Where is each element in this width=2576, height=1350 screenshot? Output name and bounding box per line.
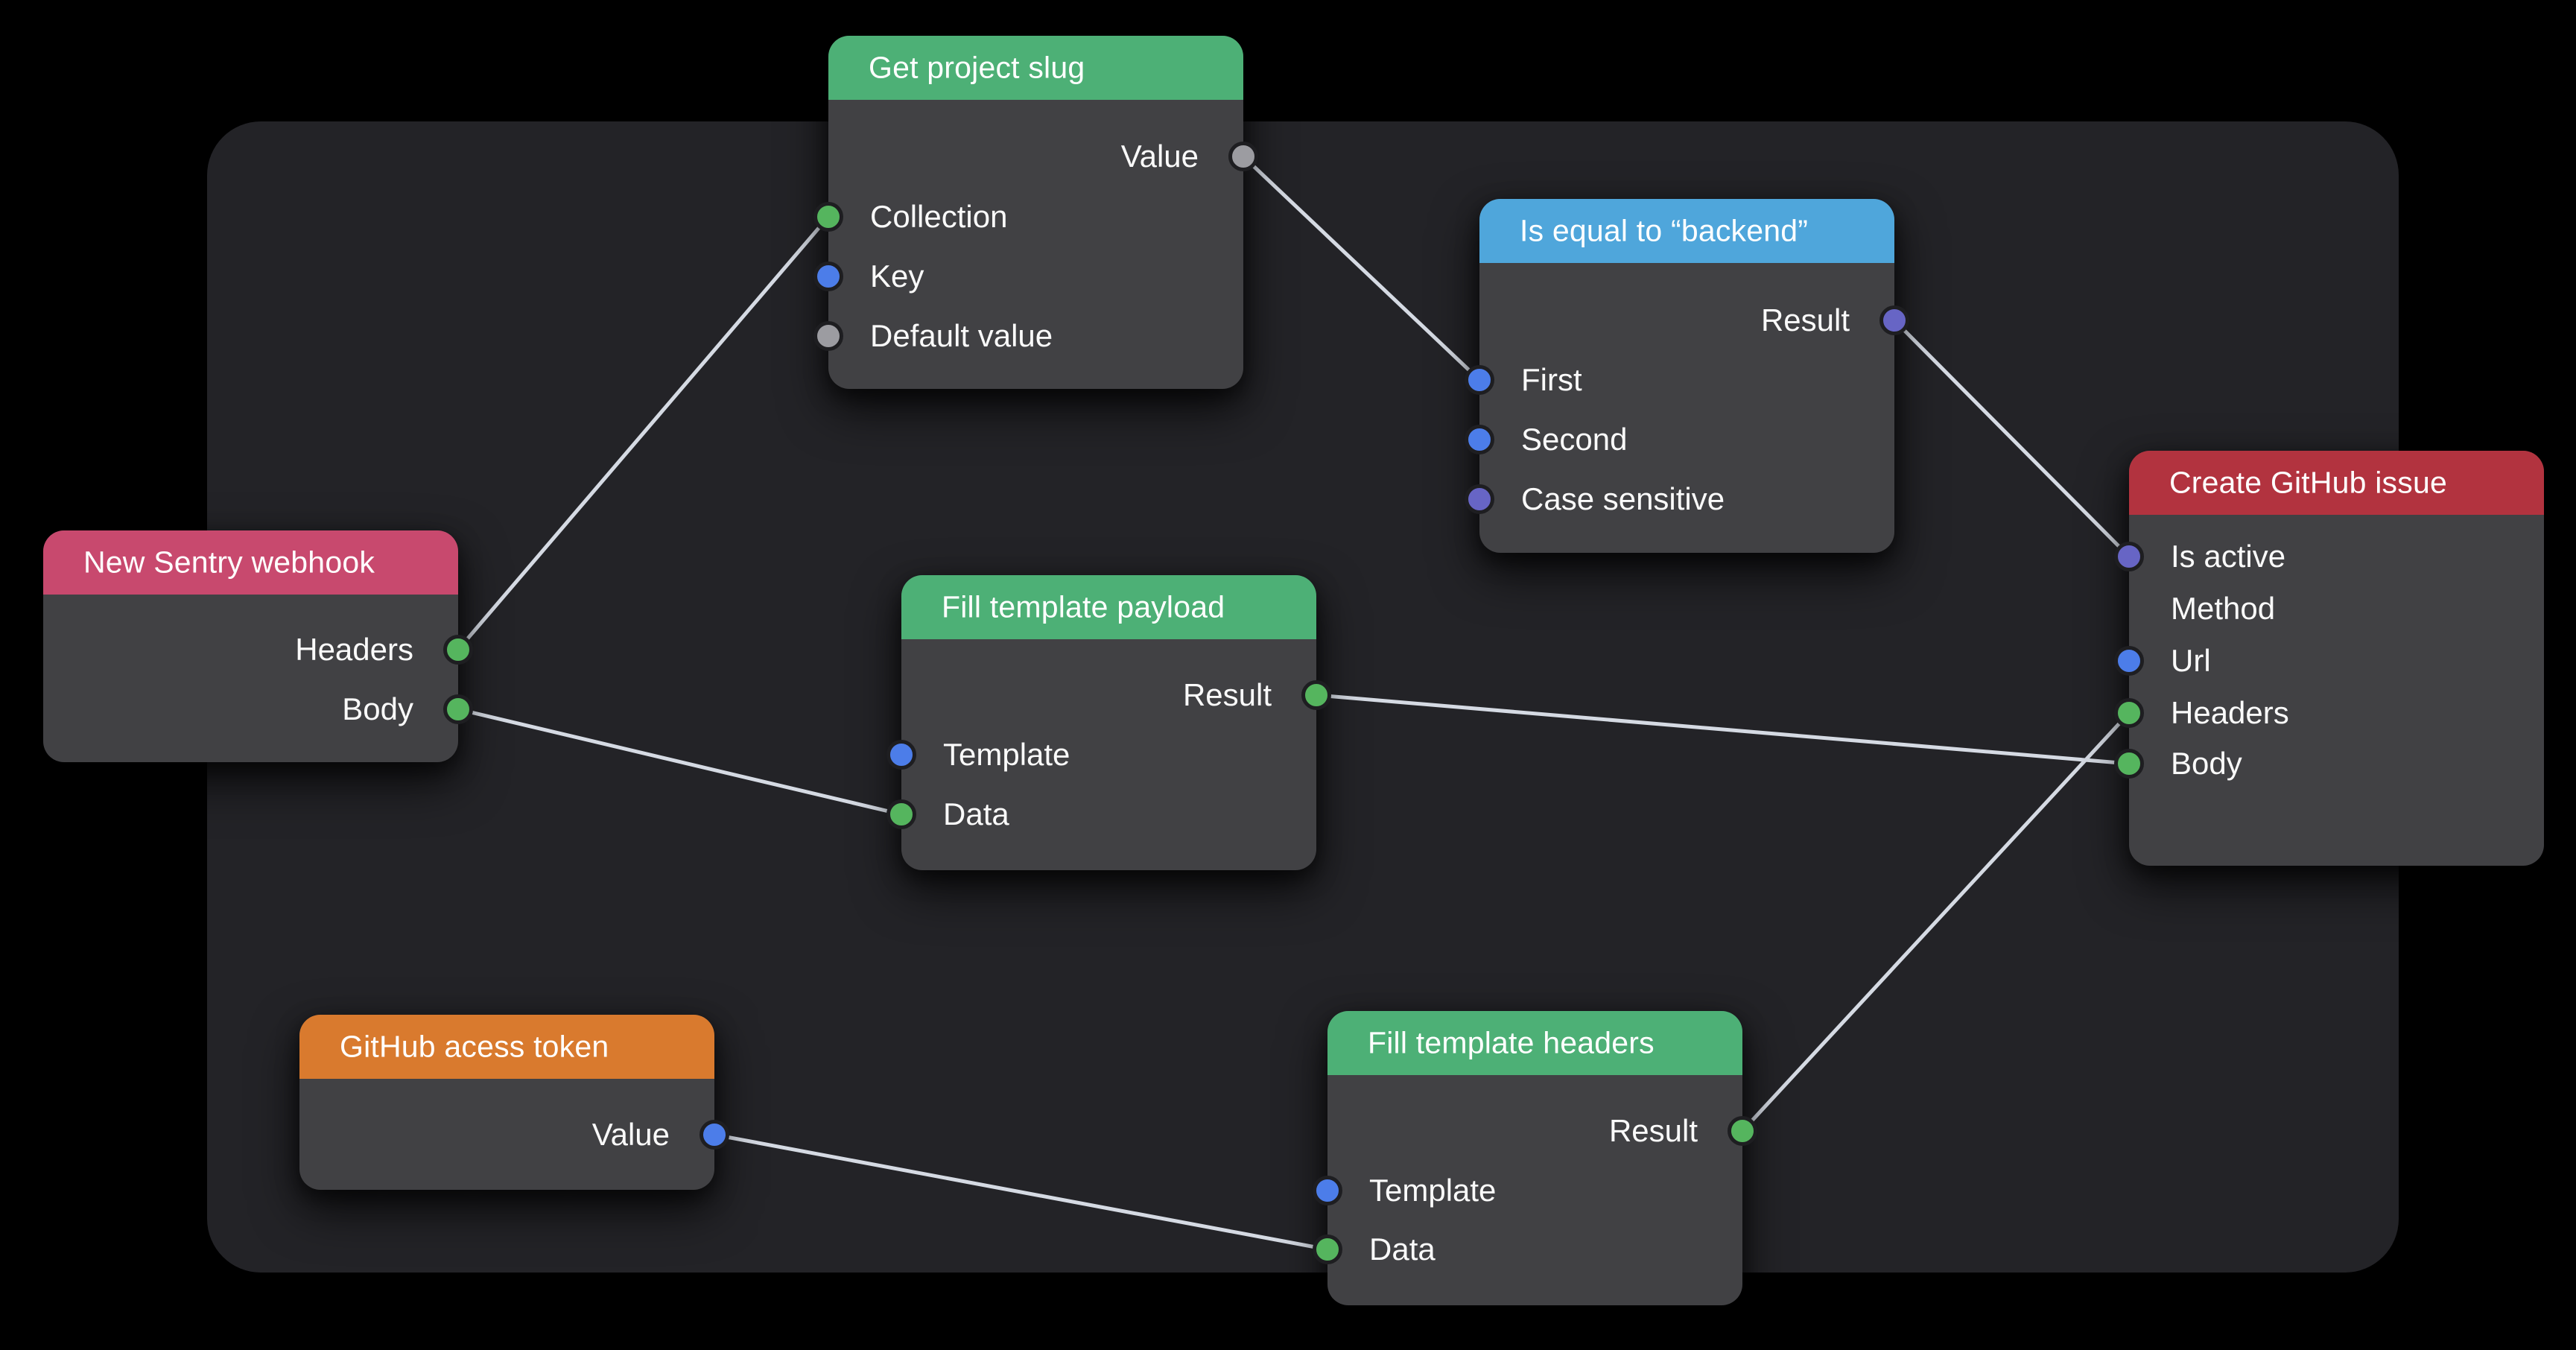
key-input-port[interactable] — [813, 262, 843, 291]
node-title: GitHub acess token — [340, 1029, 609, 1064]
is-active-input-port[interactable] — [2114, 542, 2144, 571]
url-input-port[interactable] — [2114, 646, 2144, 676]
port-label: Collection — [870, 199, 1008, 234]
port-label: Is active — [2171, 539, 2286, 574]
node-title: Fill template headers — [1368, 1025, 1655, 1060]
second-input-port[interactable] — [1465, 425, 1494, 454]
port-label: Method — [2171, 591, 2276, 626]
port-label: Body — [2171, 746, 2242, 781]
port-label: Data — [1369, 1232, 1435, 1267]
node-header-github-acess-token[interactable]: GitHub acess token — [299, 1015, 714, 1079]
port-label: Template — [1369, 1173, 1497, 1208]
node-header-fill-template-payload[interactable]: Fill template payload — [901, 575, 1316, 639]
port-label: Result — [1608, 1113, 1698, 1148]
port-label: Url — [2171, 643, 2211, 678]
case-sensitive-input-port[interactable] — [1465, 484, 1494, 514]
port-label: Value — [591, 1117, 670, 1152]
body-output-port[interactable] — [443, 694, 473, 724]
edge-fill-template-payload-create-github-issue[interactable] — [1314, 693, 2131, 766]
first-input-port[interactable] — [1465, 365, 1494, 395]
node-header-new-sentry-webhook[interactable]: New Sentry webhook — [43, 530, 458, 595]
data-input-port[interactable] — [1313, 1235, 1342, 1264]
template-input-port[interactable] — [886, 740, 916, 770]
port-label: Result — [1760, 302, 1850, 338]
node-title: Fill template payload — [942, 589, 1225, 624]
value-output-port[interactable] — [699, 1120, 729, 1150]
port-label: Value — [1120, 139, 1199, 174]
port-label: Second — [1521, 422, 1628, 457]
data-input-port[interactable] — [886, 799, 916, 829]
node-header-is-equal-to-backend[interactable]: Is equal to “backend” — [1479, 199, 1894, 263]
edge-is-equal-to-backend-create-github-issue[interactable] — [1892, 318, 2131, 559]
port-label: Case sensitive — [1521, 481, 1725, 516]
default-value-input-port[interactable] — [813, 321, 843, 351]
node-title: Is equal to “backend” — [1520, 213, 1809, 248]
edge-github-acess-token-fill-template-headers[interactable] — [712, 1132, 1330, 1252]
node-header-create-github-issue[interactable]: Create GitHub issue — [2129, 451, 2544, 515]
collection-input-port[interactable] — [813, 202, 843, 232]
node-header-fill-template-headers[interactable]: Fill template headers — [1327, 1011, 1742, 1075]
result-output-port[interactable] — [1879, 305, 1909, 335]
headers-output-port[interactable] — [443, 635, 473, 665]
node-title: Create GitHub issue — [2169, 465, 2447, 500]
template-input-port[interactable] — [1313, 1176, 1342, 1205]
node-title: Get project slug — [869, 50, 1085, 85]
edge-fill-template-headers-create-github-issue[interactable] — [1740, 711, 2131, 1133]
edge-get-project-slug-is-equal-to-backend[interactable] — [1241, 154, 1482, 382]
node-title: New Sentry webhook — [83, 545, 375, 580]
port-label: Data — [943, 796, 1009, 831]
port-label: Body — [342, 691, 413, 726]
node-header-get-project-slug[interactable]: Get project slug — [828, 36, 1243, 100]
edge-new-sentry-webhook-fill-template-payload[interactable] — [456, 707, 904, 817]
headers-input-port[interactable] — [2114, 698, 2144, 728]
port-label: Result — [1182, 677, 1272, 712]
port-label: Template — [943, 737, 1070, 772]
port-label: Key — [870, 259, 924, 294]
port-label: Headers — [2171, 695, 2289, 730]
port-label: Default value — [870, 318, 1053, 353]
result-output-port[interactable] — [1728, 1116, 1757, 1146]
value-output-port[interactable] — [1228, 142, 1258, 171]
result-output-port[interactable] — [1301, 680, 1331, 710]
port-label: Headers — [295, 632, 413, 667]
body-input-port[interactable] — [2114, 749, 2144, 779]
port-label: First — [1521, 362, 1582, 397]
edge-new-sentry-webhook-get-project-slug[interactable] — [456, 215, 831, 652]
